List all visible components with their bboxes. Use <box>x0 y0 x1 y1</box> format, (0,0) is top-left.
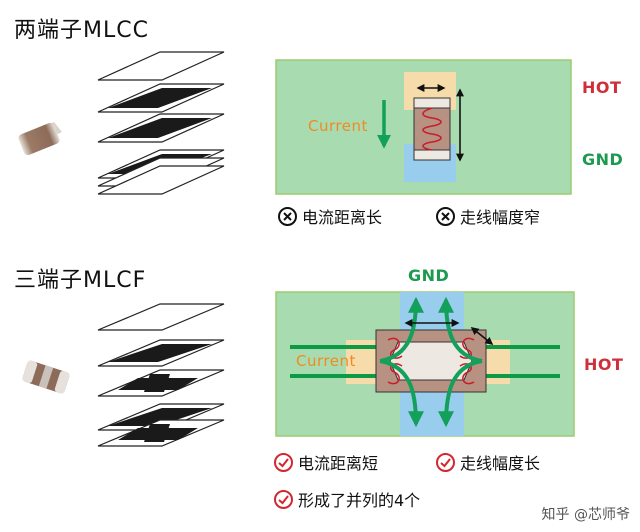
mlcc-note-1: 电流距离长 <box>278 204 382 228</box>
mlcf-note-2: 走线幅度长 <box>436 450 540 474</box>
mlcf-current-label: Current <box>296 352 356 370</box>
watermark: 知乎 @芯师爷 <box>541 507 630 523</box>
mlcc-current-label: Current <box>308 117 368 135</box>
mlcf-layer-stack <box>97 303 225 447</box>
mlcf-board <box>275 291 575 437</box>
x-circle-icon <box>278 206 297 226</box>
mlcc-title: 两端子MLCC <box>14 18 149 43</box>
mlcf-component-icon <box>22 360 70 394</box>
mlcc-gnd-label: GND <box>582 150 624 169</box>
mlcc-note-text: 走线幅度窄 <box>460 208 541 227</box>
mlcf-title: 三端子MLCF <box>14 268 147 293</box>
check-circle-icon <box>274 452 293 472</box>
mlcf-gnd-label: GND <box>408 266 450 285</box>
mlcf-note-3: 形成了并列的4个 <box>274 487 420 511</box>
mlcf-hot-label: HOT <box>584 355 624 374</box>
mlcf-note-text: 形成了并列的4个 <box>298 491 421 510</box>
mlcf-note-text: 走线幅度长 <box>460 454 541 473</box>
mlcc-note-2: 走线幅度窄 <box>436 204 540 228</box>
check-circle-icon <box>436 452 455 472</box>
mlcf-note-1: 电流距离短 <box>274 450 378 474</box>
mlcc-hot-label: HOT <box>582 78 622 97</box>
mlcc-note-text: 电流距离长 <box>302 208 383 227</box>
mlcc-component-icon <box>18 122 62 156</box>
check-circle-icon <box>274 489 293 509</box>
x-circle-icon <box>436 206 455 226</box>
mlcc-board <box>275 59 572 195</box>
mlcc-layer-stack <box>97 51 225 195</box>
mlcf-note-text: 电流距离短 <box>298 454 379 473</box>
